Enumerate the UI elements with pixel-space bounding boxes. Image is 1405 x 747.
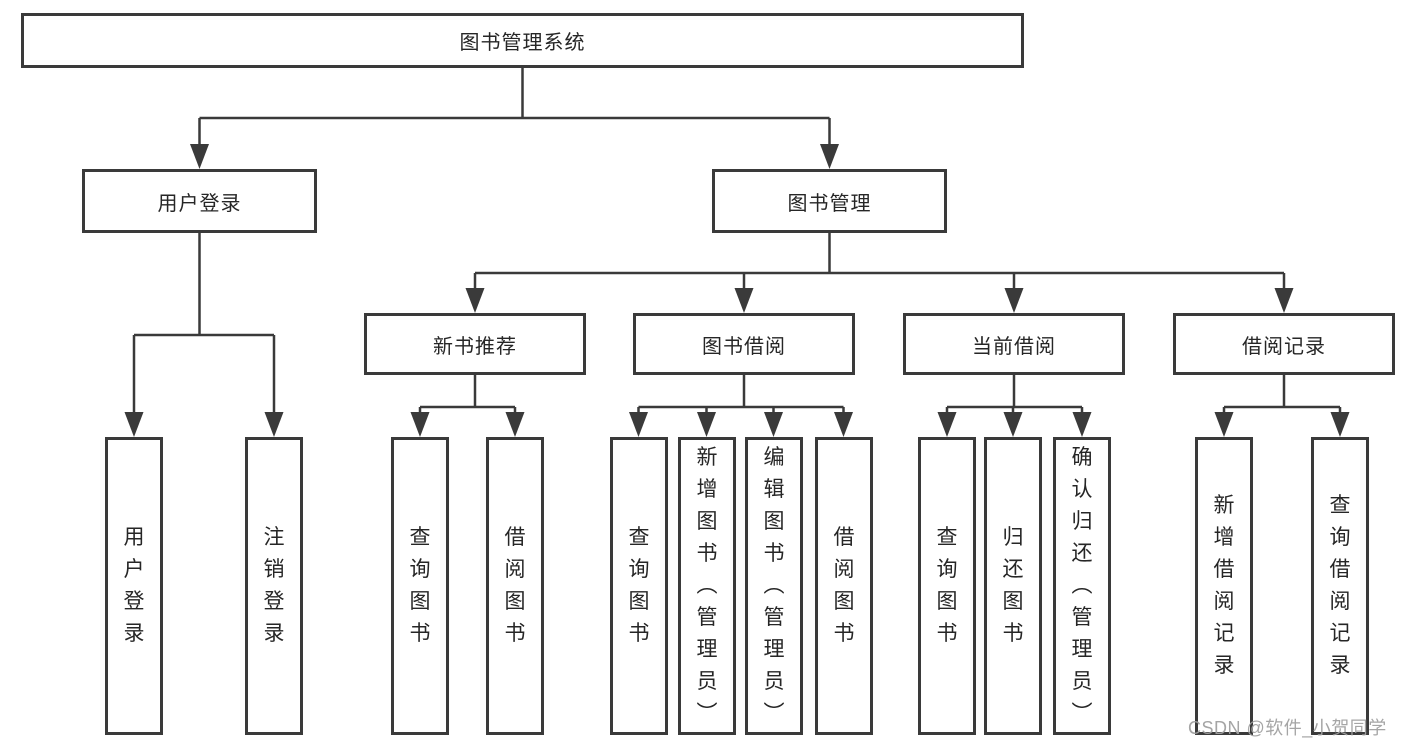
leaf-query-books-current: 查询图书: [918, 437, 976, 735]
node-label: 新增图书︵管理员︶: [696, 446, 718, 725]
leaf-query-books-recommend: 查询图书: [391, 437, 449, 735]
node-borrowing-records: 借阅记录: [1173, 313, 1395, 375]
node-label: 查询借阅记录: [1329, 494, 1351, 677]
leaf-borrow-books-recommend: 借阅图书: [486, 437, 544, 735]
leaf-edit-books-admin: 编辑图书︵管理员︶: [745, 437, 803, 735]
node-new-book-recommendation: 新书推荐: [364, 313, 586, 375]
node-user-login: 用户登录: [82, 169, 317, 233]
node-label: 查询图书: [409, 526, 431, 645]
leaf-query-borrow-record: 查询借阅记录: [1311, 437, 1369, 735]
connector-paths: [132, 68, 1342, 414]
node-label: 图书管理: [787, 192, 872, 215]
node-label: 注销登录: [263, 526, 285, 645]
leaf-logout: 注销登录: [245, 437, 303, 735]
node-label: 用户登录: [123, 526, 145, 645]
node-label: 图书借阅: [702, 335, 786, 358]
node-label: 图书管理系统: [459, 32, 586, 54]
node-label: 借阅记录: [1242, 335, 1326, 358]
arrowheads: [124, 144, 1350, 437]
leaf-add-books-admin: 新增图书︵管理员︶: [678, 437, 736, 735]
node-label: 查询图书: [936, 526, 958, 645]
node-label: 当前借阅: [972, 335, 1056, 358]
node-label: 借阅图书: [504, 526, 526, 645]
node-label: 借阅图书: [833, 526, 855, 645]
leaf-return-books: 归还图书: [984, 437, 1042, 735]
node-label: 新增借阅记录: [1213, 494, 1235, 677]
node-label: 新书推荐: [433, 335, 517, 358]
node-book-management: 图书管理: [712, 169, 947, 233]
node-label: 查询图书: [628, 526, 650, 645]
csdn-watermark: CSDN @软件_小贺同学: [1188, 718, 1387, 738]
node-current-borrowing: 当前借阅: [903, 313, 1125, 375]
node-label: 编辑图书︵管理员︶: [763, 446, 785, 725]
node-label: 确认归还︵管理员︶: [1071, 446, 1093, 725]
node-label: 归还图书: [1002, 526, 1024, 645]
node-library-management-system: 图书管理系统: [21, 13, 1024, 68]
leaf-add-borrow-record: 新增借阅记录: [1195, 437, 1253, 735]
leaf-borrow-books: 借阅图书: [815, 437, 873, 735]
node-book-borrowing: 图书借阅: [633, 313, 855, 375]
leaf-query-books-borrowing: 查询图书: [610, 437, 668, 735]
node-label: 用户登录: [157, 192, 242, 215]
leaf-user-login: 用户登录: [105, 437, 163, 735]
leaf-confirm-return-admin: 确认归还︵管理员︶: [1053, 437, 1111, 735]
